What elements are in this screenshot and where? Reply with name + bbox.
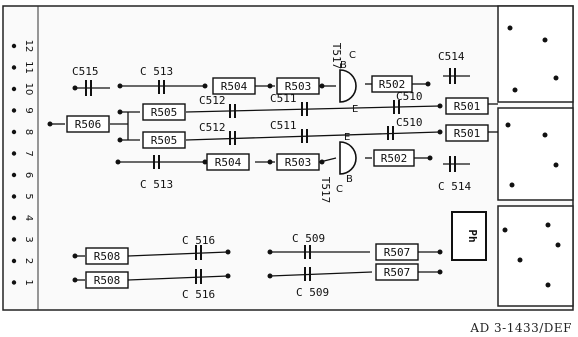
resistor-bodies: [66, 75, 489, 289]
label-c516-bottom: C 516: [182, 288, 215, 301]
resistor-r507-a: [375, 243, 419, 261]
logo-text: Ph: [466, 229, 479, 242]
label-c514-top: C514: [438, 50, 465, 63]
pin-dot: [11, 194, 17, 199]
pin-label-e-top: E: [352, 104, 358, 115]
label-c511-a: C511: [270, 92, 297, 105]
label-c509-bottom: C 509: [296, 286, 329, 299]
label-c510-a: C510: [396, 90, 423, 103]
pin-label-e-bottom: E: [344, 132, 350, 143]
label-c513-top: C 513: [140, 65, 173, 78]
label-c511-b: C511: [270, 119, 297, 132]
label-c516-top: C 516: [182, 234, 215, 247]
connector-dots: [502, 25, 561, 288]
pin-dot: [11, 86, 17, 92]
label-r501-a: R501: [454, 100, 481, 113]
resistor-r503-bottom: [276, 153, 320, 171]
pin-dot: [11, 258, 17, 264]
resistor-r506: [66, 115, 110, 133]
label-r502-bottom: R502: [381, 152, 408, 165]
resistor-r502-top: [371, 75, 413, 93]
drawing-reference: AD 3-1433/DEF: [470, 321, 572, 335]
pin-label: 3: [23, 236, 34, 242]
label-r503-bottom: R503: [285, 156, 312, 169]
solder-dots: [47, 81, 443, 283]
capacitor-plates: [85, 68, 456, 284]
label-c512-b: C512: [199, 121, 226, 134]
resistor-r505-a: [142, 103, 186, 121]
pin-dot: [11, 280, 17, 285]
label-r503-top: R503: [285, 80, 312, 93]
label-r505-a: R505: [151, 106, 178, 119]
label-c515: C515: [72, 65, 99, 78]
pin-label: 8: [23, 129, 34, 135]
label-c513-bottom: C 513: [140, 178, 173, 191]
pin-label-c-bottom: C: [336, 184, 343, 195]
transistor-t517-bottom: [339, 141, 357, 175]
pin-label: 11: [23, 61, 34, 74]
label-r506: R506: [75, 118, 102, 131]
label-r508-a: R508: [94, 250, 121, 263]
connector-block-bottom: [497, 205, 574, 307]
resistor-r508-b: [85, 271, 129, 289]
wiring: [50, 75, 498, 281]
pin-dot: [11, 151, 17, 156]
pin-label-c-top: C: [349, 50, 356, 61]
logo-box: [451, 211, 487, 261]
pin-labels: 12 11 10 9 8 7 6 5 4 3 2 1: [11, 40, 34, 286]
label-r508-b: R508: [94, 274, 121, 287]
resistor-r501-a: [445, 97, 489, 115]
pin-label: 2: [23, 258, 34, 264]
pin-label: 9: [23, 107, 34, 113]
resistor-r501-b: [445, 124, 489, 142]
pin-label: 6: [23, 172, 34, 178]
resistor-r503-top: [276, 77, 320, 95]
label-t517-top: T517: [330, 43, 343, 70]
label-r505-b: R505: [151, 134, 178, 147]
pin-dot: [11, 172, 17, 178]
pin-label: 1: [23, 279, 34, 285]
connector-block-top: [497, 5, 574, 103]
pin-dot: [11, 43, 17, 49]
resistor-r507-b: [375, 263, 419, 281]
label-t517-bottom: T517: [319, 177, 332, 204]
label-r504-top: R504: [221, 80, 248, 93]
pin-dot: [11, 65, 17, 70]
pin-label: 5: [23, 193, 34, 199]
pin-label-b-top: B: [340, 60, 347, 71]
pin-dot: [11, 237, 17, 242]
pin-dot: [11, 129, 17, 135]
transistors: [339, 69, 357, 175]
pin-label: 4: [23, 215, 34, 221]
label-r501-b: R501: [454, 127, 481, 140]
resistor-r505-b: [142, 131, 186, 149]
label-r502-top: R502: [379, 78, 406, 91]
resistor-r502-bottom: [373, 149, 415, 167]
label-c509-top: C 509: [292, 232, 325, 245]
transistor-t517-top: [339, 69, 357, 103]
resistor-r504-top: [212, 77, 256, 95]
pin-dot: [11, 108, 17, 113]
label-c510-b: C510: [396, 116, 423, 129]
pin-label: 10: [23, 83, 34, 96]
pin-dot: [11, 215, 17, 221]
pin-label-b-bottom: B: [346, 174, 353, 185]
connector-block-middle: [497, 107, 574, 201]
label-r507-b: R507: [384, 266, 411, 279]
pin-label: 12: [23, 40, 34, 53]
label-r504-bottom: R504: [215, 156, 242, 169]
resistor-r508-a: [85, 247, 129, 265]
pin-label: 7: [23, 150, 34, 156]
label-c514-bottom: C 514: [438, 180, 471, 193]
label-c512-a: C512: [199, 94, 226, 107]
label-r507-a: R507: [384, 246, 411, 259]
